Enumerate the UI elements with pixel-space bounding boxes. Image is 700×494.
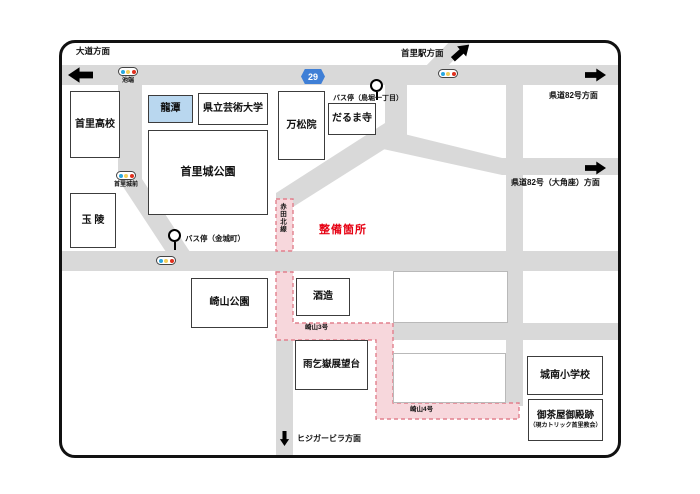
place-ochaya-udun-ruins: 御茶屋御殿跡 （現カトリック首里教会）: [528, 399, 603, 441]
intersection-label-shurijo-mae: 首里城前: [113, 182, 138, 188]
place-shuri-high-school: 首里高校: [70, 91, 120, 158]
direction-label-hijigabira: ヒジガービラ方面: [297, 434, 361, 443]
place-label: 首里城公園: [180, 166, 236, 179]
place-label: 玉 陵: [81, 214, 105, 226]
place-sakiyama-park: 崎山公園: [191, 278, 268, 328]
unlabeled-block-south: [393, 353, 506, 403]
place-sublabel: （現カトリック首里教会）: [529, 422, 602, 429]
place-manshoin-temple: 万松院: [278, 91, 325, 160]
road-label-sakiyama4: 崎山4号: [410, 406, 434, 413]
place-jonan-elementary-school: 城南小学校: [527, 356, 603, 395]
map-frame: 首里高校 龍潭 県立芸術大学 首里城公園 万松院 だるま寺 玉 陵 崎山公園 酒…: [59, 40, 621, 458]
direction-arrow-upright-icon: [448, 43, 474, 65]
place-daruma-temple: だるま寺: [328, 103, 376, 135]
place-prefectural-arts-university: 県立芸術大学: [198, 93, 268, 125]
bus-stop-label-kinjo: バス停（金城町）: [185, 234, 245, 243]
route-segment-akata: [275, 198, 294, 252]
place-ryutan-pond: 龍潭: [148, 95, 193, 123]
place-label: 崎山公園: [209, 297, 250, 309]
direction-arrow-down-icon: [274, 431, 295, 446]
bus-stop-label-torihori: バス停（鳥堀一丁目）: [333, 95, 403, 102]
direction-arrow-left-icon: [68, 67, 93, 83]
direction-arrow-right-mid-icon: [585, 160, 606, 176]
bus-stop-icon-torihori: [370, 79, 383, 100]
traffic-light-icon-south: [156, 256, 176, 265]
place-label: 県立芸術大学: [203, 103, 263, 115]
place-amagoi-observatory: 雨乞嶽展望台: [295, 340, 368, 390]
direction-arrow-right-top-icon: [585, 67, 606, 83]
direction-label-kendo82-okakuza: 県道82号（大角座）方面: [511, 178, 600, 187]
place-label: 首里高校: [75, 118, 115, 130]
traffic-light-icon-top-center: [438, 69, 458, 78]
direction-label-shuri-station: 首里駅方面: [401, 48, 444, 58]
place-label: 龍潭: [160, 103, 181, 115]
place-tamaudun-mausoleum: 玉 陵: [70, 193, 116, 248]
direction-label-kendo82: 県道82号方面: [549, 91, 598, 100]
place-sake-brewery: 酒造: [296, 278, 350, 316]
direction-label-daido: 大道方面: [76, 46, 111, 56]
place-label: 御茶屋御殿跡: [536, 409, 594, 421]
road-label-sakiyama3: 崎山3号: [305, 324, 329, 331]
bus-stop-icon-kinjo: [168, 229, 181, 250]
place-label: だるま寺: [332, 113, 372, 125]
place-label: 万松院: [286, 119, 317, 131]
road-label-akata-kita: 赤田北線: [278, 203, 286, 233]
place-label: 雨乞嶽展望台: [302, 358, 360, 370]
traffic-light-icon-shurijo-mae: [116, 171, 136, 180]
unlabeled-block-north: [393, 271, 508, 323]
maintenance-annotation: 整備箇所: [319, 224, 367, 236]
place-label: 酒造: [313, 291, 333, 303]
traffic-light-icon-ikehata: [118, 67, 138, 76]
intersection-label-ikehata: 池端: [121, 78, 134, 84]
place-label: 城南小学校: [540, 369, 590, 381]
route-29-badge: 29: [301, 69, 325, 84]
place-shurijo-castle-park: 首里城公園: [148, 130, 268, 215]
